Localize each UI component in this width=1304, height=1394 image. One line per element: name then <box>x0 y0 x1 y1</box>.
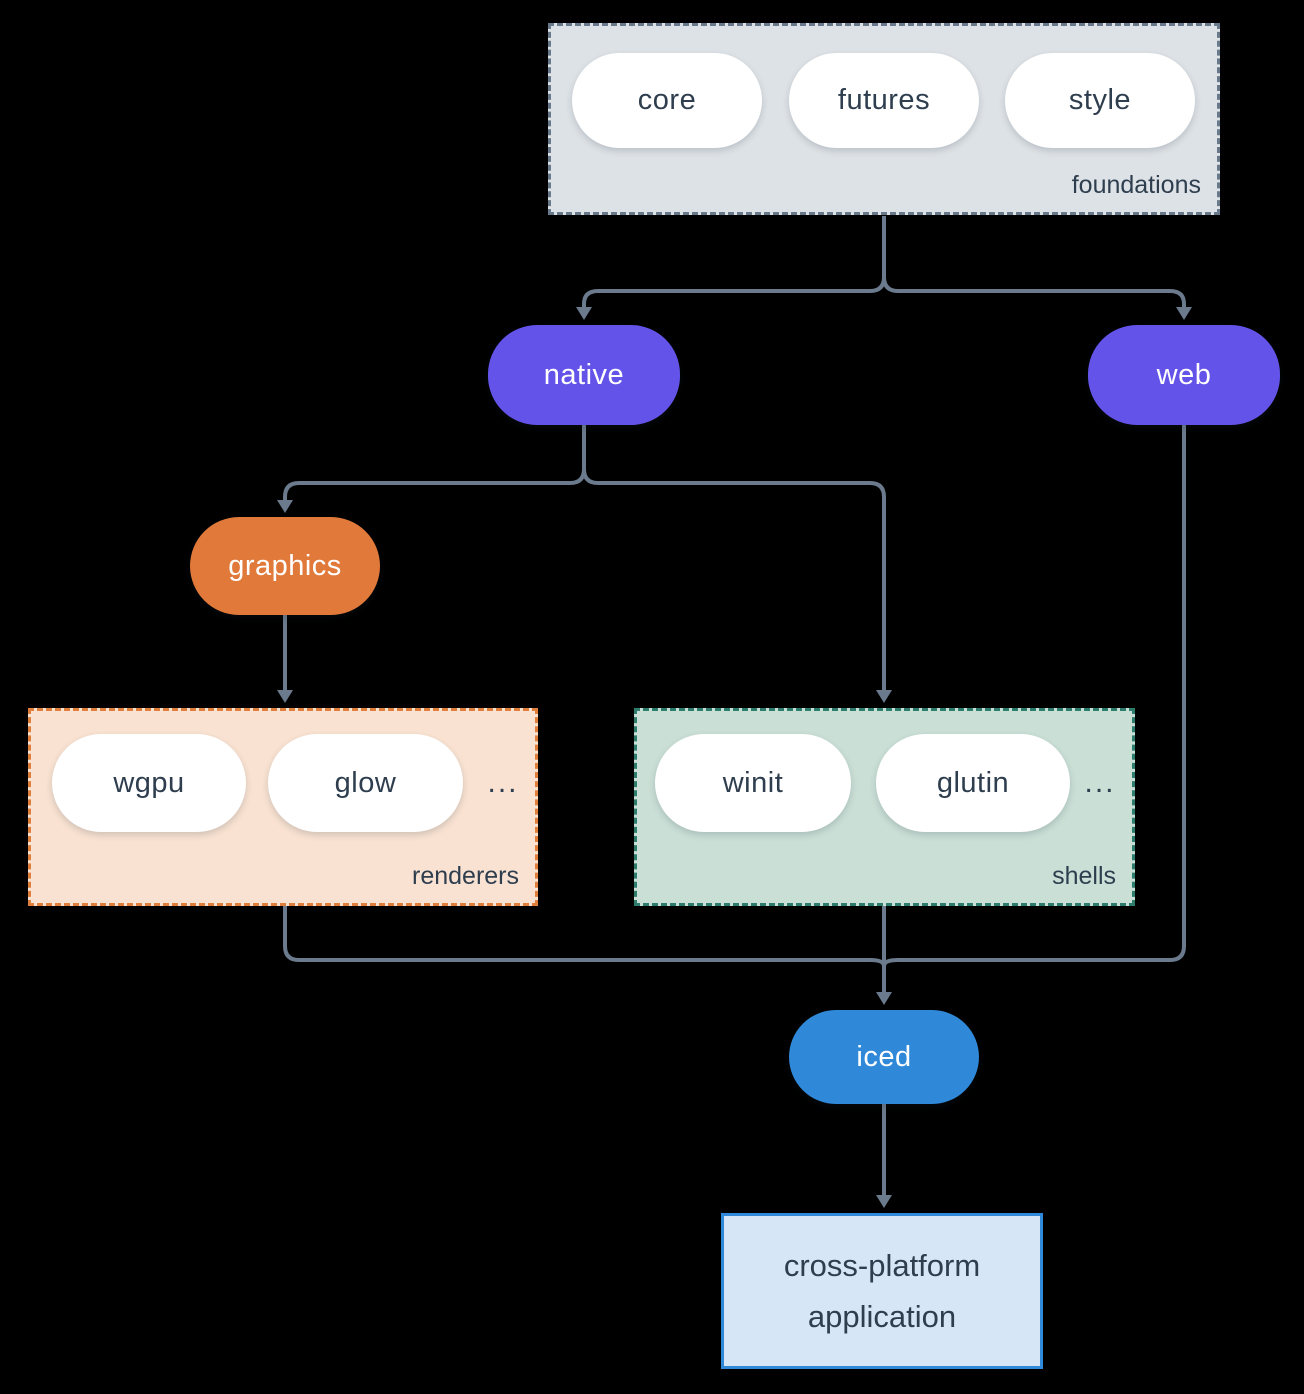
node-glutin-label: glutin <box>936 766 1010 799</box>
edge-native-to-graphics <box>277 468 586 513</box>
edge-foundations-to-web <box>882 276 1192 320</box>
node-glow-label: glow <box>334 766 397 799</box>
node-graphics-label: graphics <box>228 549 342 582</box>
node-futures-label: futures <box>837 84 931 116</box>
foundations-label: foundations <box>1071 171 1201 199</box>
edge-native-to-shells <box>582 468 892 703</box>
node-wgpu-label: wgpu <box>113 766 185 799</box>
edge-renderers-to-merge <box>283 906 886 967</box>
node-glow: glow <box>268 734 463 832</box>
node-iced: iced <box>789 1010 979 1104</box>
node-wgpu: wgpu <box>52 734 246 832</box>
node-iced-label: iced <box>856 1040 912 1073</box>
node-native-label: native <box>543 358 625 391</box>
shells-label: shells <box>1052 862 1116 890</box>
node-style: style <box>1005 53 1195 148</box>
node-web: web <box>1088 325 1280 425</box>
node-application-label: cross-platform application <box>783 1247 981 1334</box>
node-glutin: glutin <box>876 734 1070 832</box>
shells-ellipsis: ... <box>1084 766 1116 799</box>
node-winit-label: winit <box>722 766 784 799</box>
node-core-label: core <box>637 84 697 116</box>
node-graphics: graphics <box>190 517 380 615</box>
renderers-label: renderers <box>412 862 519 890</box>
node-core: core <box>572 53 762 148</box>
renderers-ellipsis: ... <box>487 766 519 799</box>
node-futures: futures <box>789 53 979 148</box>
node-native: native <box>488 325 680 425</box>
node-winit: winit <box>655 734 851 832</box>
edge-foundations-to-native <box>576 276 886 320</box>
node-application: cross-platform application <box>721 1213 1043 1369</box>
node-style-label: style <box>1068 84 1132 116</box>
node-web-label: web <box>1156 358 1212 391</box>
